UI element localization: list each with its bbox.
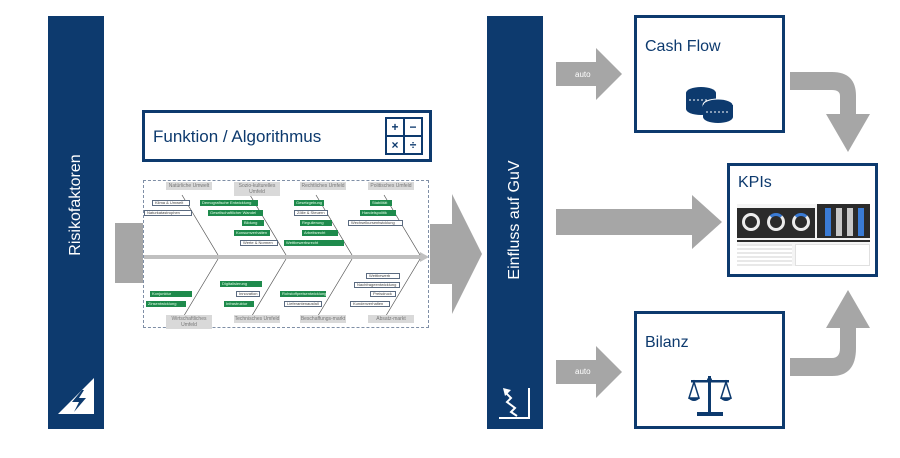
auto-label-top: auto	[575, 70, 591, 79]
divide-glyph: ÷	[405, 137, 421, 153]
function-title: Funktion / Algorithmus	[153, 127, 322, 146]
fishbone-tag: Werte & Normen	[240, 240, 278, 246]
cashflow-to-kpi-arrow	[790, 72, 870, 152]
fishbone-tag: Klima & Umwelt	[152, 200, 190, 206]
function-algorithm-box: Funktion / Algorithmus + − × ÷	[142, 110, 432, 162]
fishbone-tag: Wettbewerb	[366, 273, 400, 279]
risk-factors-panel: Risikofaktoren	[48, 16, 104, 429]
fishbone-tag: Konsumverhalten	[234, 230, 270, 236]
fishbone-category: Sozio-kulturelles Umfeld	[234, 182, 280, 196]
fishbone-tag: Zinsentwicklung	[146, 301, 186, 307]
auto-arrow-top	[556, 48, 622, 100]
auto-label-bottom: auto	[575, 367, 591, 376]
fishbone-tag: Infrastruktur	[224, 301, 254, 307]
fishbone-tag: Lieferantenausfall	[284, 301, 322, 307]
minus-glyph: −	[405, 119, 421, 135]
cash-flow-box: Cash Flow	[634, 15, 785, 133]
fishbone-tag: Demografische Entwicklung	[200, 200, 258, 206]
fishbone-tag: Naturkatastrophen	[144, 210, 192, 216]
cash-flow-title: Cash Flow	[645, 38, 721, 55]
fishbone-tag: Innovation	[236, 291, 260, 297]
kpi-flow-arrow	[556, 195, 722, 249]
times-glyph: ×	[387, 137, 403, 153]
fishbone-tag: Nachfrageentwicklung	[354, 282, 400, 288]
bilanz-box: Bilanz	[634, 311, 785, 429]
risk-factors-label: Risikofaktoren	[67, 154, 84, 256]
auto-arrow-bottom	[556, 346, 622, 398]
trend-chart-icon	[499, 388, 530, 419]
fishbone-tag: Kundenverhalten	[350, 301, 390, 307]
fishbone-tag: Digitalisierung	[220, 281, 262, 287]
pnl-impact-label: Einfluss auf GuV	[506, 160, 523, 280]
fishbone-category: Beschaffungs-markt	[300, 315, 346, 323]
kpis-title: KPIs	[738, 174, 772, 191]
input-connector	[115, 223, 145, 283]
fishbone-tag: Preisdruck	[370, 291, 396, 297]
fishbone-category: Absatz-markt	[368, 315, 414, 323]
pnl-impact-panel: Einfluss auf GuV	[487, 16, 543, 429]
fishbone-tag: Rohstoffpreisentwicklung	[280, 291, 326, 297]
bilanz-to-kpi-arrow	[790, 290, 870, 376]
fishbone-tag: Handelspolitik	[360, 210, 396, 216]
fishbone-tag: Gesetzgebung	[294, 200, 324, 206]
fishbone-tag: Zölle & Steuern	[294, 210, 328, 216]
plus-glyph: +	[387, 119, 403, 135]
main-flow-arrow	[430, 194, 482, 314]
fishbone-tag: Wechselkursentwicklung	[348, 220, 403, 226]
fishbone-category: Technisches Umfeld	[234, 315, 280, 323]
dashboard-thumbnail	[737, 204, 870, 266]
calculator-operators-icon: + − × ÷	[385, 117, 423, 155]
fishbone-bones	[144, 194, 429, 320]
coins-icon	[686, 87, 734, 123]
fishbone-tag: Arbeitsrecht	[302, 230, 338, 236]
fishbone-diagram: Natürliche Umwelt Sozio-kulturelles Umfe…	[143, 180, 429, 329]
bilanz-title: Bilanz	[645, 334, 689, 351]
kpis-box: KPIs	[727, 163, 878, 277]
fishbone-category: Politisches Umfeld	[368, 182, 414, 190]
balance-scale-icon	[687, 376, 733, 416]
fishbone-category: Rechtliches Umfeld	[300, 182, 346, 190]
fishbone-tag: Stabilität	[370, 200, 392, 206]
warning-lightning-icon	[58, 378, 94, 414]
fishbone-category: Natürliche Umwelt	[166, 182, 212, 190]
fishbone-tag: Regulierung	[300, 220, 332, 226]
fishbone-tag: Konjunktur	[150, 291, 192, 297]
fishbone-tag: Bildung	[242, 220, 264, 226]
fishbone-tag: Wettbewerbsrecht	[284, 240, 344, 246]
fishbone-tag: Gesellschaftlicher Wandel	[208, 210, 263, 216]
fishbone-category: Wirtschaftliches Umfeld	[166, 315, 212, 329]
